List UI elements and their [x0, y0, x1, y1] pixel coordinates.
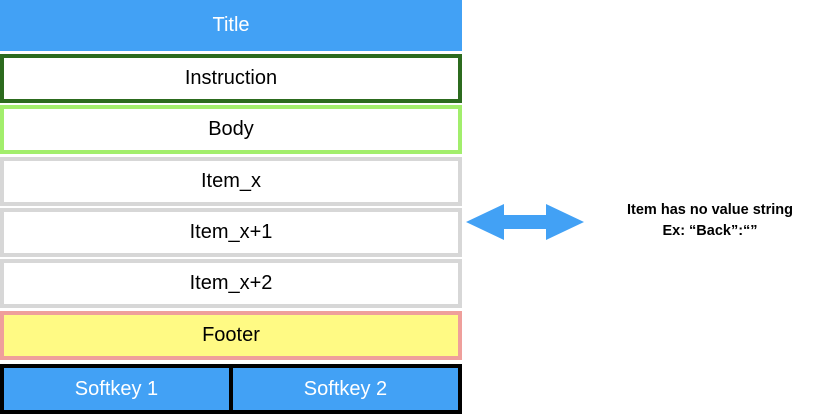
- footer-label: Footer: [202, 324, 260, 346]
- list-item-label: Item_x: [200, 170, 262, 192]
- list-item[interactable]: Item_x: [0, 157, 462, 206]
- instruction-label: Instruction: [184, 67, 278, 89]
- footer-box: Footer: [0, 311, 462, 360]
- instruction-box: Instruction: [0, 54, 462, 103]
- softkey-2-button[interactable]: Softkey 2: [233, 368, 458, 410]
- body-box: Body: [0, 105, 462, 154]
- list-item-label: Item_x+1: [189, 221, 273, 243]
- list-item-label: Item_x+2: [189, 272, 273, 294]
- softkey-2-label: Softkey 2: [303, 377, 388, 400]
- softkey-1-button[interactable]: Softkey 1: [4, 368, 229, 410]
- annotation-line-1: Item has no value string: [627, 202, 793, 218]
- list-item[interactable]: Item_x+1: [0, 208, 462, 257]
- double-arrow-shape: [466, 204, 584, 240]
- title-label: Title: [212, 14, 250, 36]
- body-label: Body: [208, 118, 254, 140]
- annotation-note: Item has no value string Ex: “Back”:“”: [596, 200, 820, 242]
- title-bar: Title: [0, 0, 462, 51]
- softkey-bar: Softkey 1 Softkey 2: [0, 364, 462, 414]
- annotation-line-2: Ex: “Back”:“”: [662, 223, 758, 239]
- list-item[interactable]: Item_x+2: [0, 259, 462, 308]
- softkey-1-label: Softkey 1: [74, 377, 159, 400]
- double-arrow-icon: [466, 204, 584, 240]
